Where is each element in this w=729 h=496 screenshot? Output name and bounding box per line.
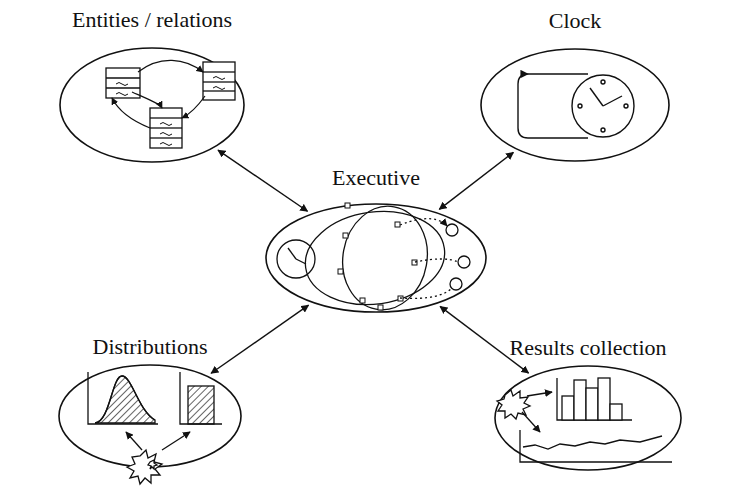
ellipse-shape bbox=[59, 365, 241, 467]
ellipse-outline bbox=[494, 365, 682, 471]
ellipse-shape bbox=[60, 48, 244, 162]
double-arrow bbox=[211, 305, 308, 373]
node-heading: Executive bbox=[332, 165, 420, 191]
node-heading: Results collection bbox=[509, 335, 666, 361]
ellipse-outline bbox=[265, 203, 487, 313]
ellipse-node: Distributions bbox=[58, 364, 242, 468]
node-heading: Clock bbox=[549, 8, 602, 34]
ellipse-shape bbox=[495, 366, 681, 470]
ellipse-node: Executive bbox=[265, 203, 487, 313]
ellipse-node: Entities / relations bbox=[59, 47, 245, 163]
ellipse-node: Clock bbox=[480, 48, 670, 162]
double-arrow bbox=[218, 150, 308, 211]
double-arrow bbox=[439, 152, 513, 209]
node-heading: Entities / relations bbox=[72, 7, 232, 33]
ellipse-outline bbox=[59, 47, 245, 163]
ellipse-outline bbox=[480, 48, 670, 162]
ellipse-shape bbox=[481, 49, 669, 161]
ellipse-outline bbox=[58, 364, 242, 468]
ellipse-node: Results collection bbox=[494, 365, 682, 471]
ellipse-shape bbox=[266, 204, 486, 312]
node-heading: Distributions bbox=[93, 334, 208, 360]
